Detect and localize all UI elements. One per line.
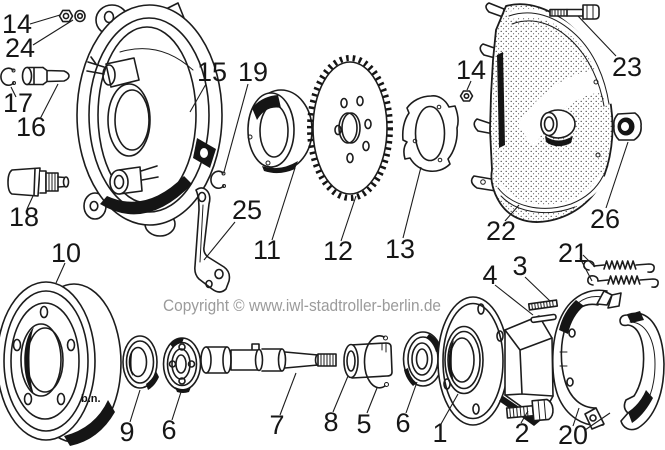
circlip-part-17 <box>0 67 16 86</box>
callout-26: 26 <box>590 204 620 234</box>
callout-13: 13 <box>385 234 415 264</box>
callout-18: 18 <box>9 202 39 232</box>
brake-shoe-front <box>552 289 622 430</box>
callout-23: 23 <box>612 52 642 82</box>
leader-lines <box>10 14 629 431</box>
callout-20: 20 <box>558 420 588 450</box>
drum-marking-text: b.n. <box>81 393 101 405</box>
sprocket-part-12 <box>307 55 393 201</box>
callout-19: 19 <box>238 57 268 87</box>
callout-14-center: 14 <box>456 55 486 85</box>
bearing-part-6-right <box>402 331 444 387</box>
brake-lever-part-25 <box>194 187 231 293</box>
gasket-part-13 <box>401 95 459 173</box>
axle-shaft-part-7 <box>200 343 337 374</box>
callout-24: 24 <box>5 33 35 63</box>
callout-7: 7 <box>269 410 284 440</box>
return-springs-part-21 <box>583 260 659 288</box>
spring-lower <box>587 275 659 288</box>
callout-11: 11 <box>253 235 281 265</box>
callout-25: 25 <box>232 195 262 225</box>
callout-9: 9 <box>119 417 134 447</box>
pivot-bolt-part-16 <box>21 66 70 86</box>
callout-8: 8 <box>323 407 338 437</box>
nut-part-14-center <box>459 90 474 102</box>
circlip-part-19 <box>210 170 226 189</box>
callout-22: 22 <box>486 216 516 246</box>
callout-5: 5 <box>356 409 371 439</box>
callout-17: 17 <box>3 88 33 118</box>
callout-1: 1 <box>432 418 447 448</box>
callout-14-top: 14 <box>2 9 32 39</box>
nut-part-14-left <box>58 9 74 23</box>
bolt-part-23 <box>549 4 600 20</box>
callout-2: 2 <box>514 418 529 448</box>
brake-backing-plate-part <box>76 2 223 237</box>
callout-16: 16 <box>16 112 46 142</box>
retaining-clip-part-5 <box>363 335 389 389</box>
callout-10: 10 <box>51 238 81 268</box>
callout-labels: 14 24 17 16 18 15 19 25 11 12 13 14 23 2… <box>2 9 642 450</box>
pin-part-4 <box>530 313 557 324</box>
chain-cover-part-22 <box>470 2 614 223</box>
callout-3: 3 <box>512 251 527 281</box>
brake-shoe-rear <box>619 311 665 431</box>
wheel-hub-part-1 <box>437 296 554 426</box>
spacer-part-8 <box>343 342 393 379</box>
bearing-part-26 <box>613 112 642 141</box>
seal-part-9 <box>122 335 159 390</box>
brake-drum-part-10: b.n. <box>0 281 122 446</box>
brake-shoes-part-20 <box>552 289 665 431</box>
callout-4: 4 <box>482 260 497 290</box>
bolt-part-2 <box>505 398 554 422</box>
callout-6-left: 6 <box>161 415 176 445</box>
ring-part-11 <box>247 89 313 174</box>
adjuster-part-18 <box>7 167 70 197</box>
callout-6-right: 6 <box>395 408 410 438</box>
washer-part-24 <box>74 9 86 23</box>
callout-12: 12 <box>323 236 353 266</box>
bearing-part-6-left <box>162 337 202 393</box>
callout-15: 15 <box>197 57 227 87</box>
copyright-watermark: Copyright © www.iwl-stadtroller-berlin.d… <box>163 296 441 315</box>
stud-part-3 <box>527 299 559 311</box>
callout-21: 21 <box>558 238 588 268</box>
